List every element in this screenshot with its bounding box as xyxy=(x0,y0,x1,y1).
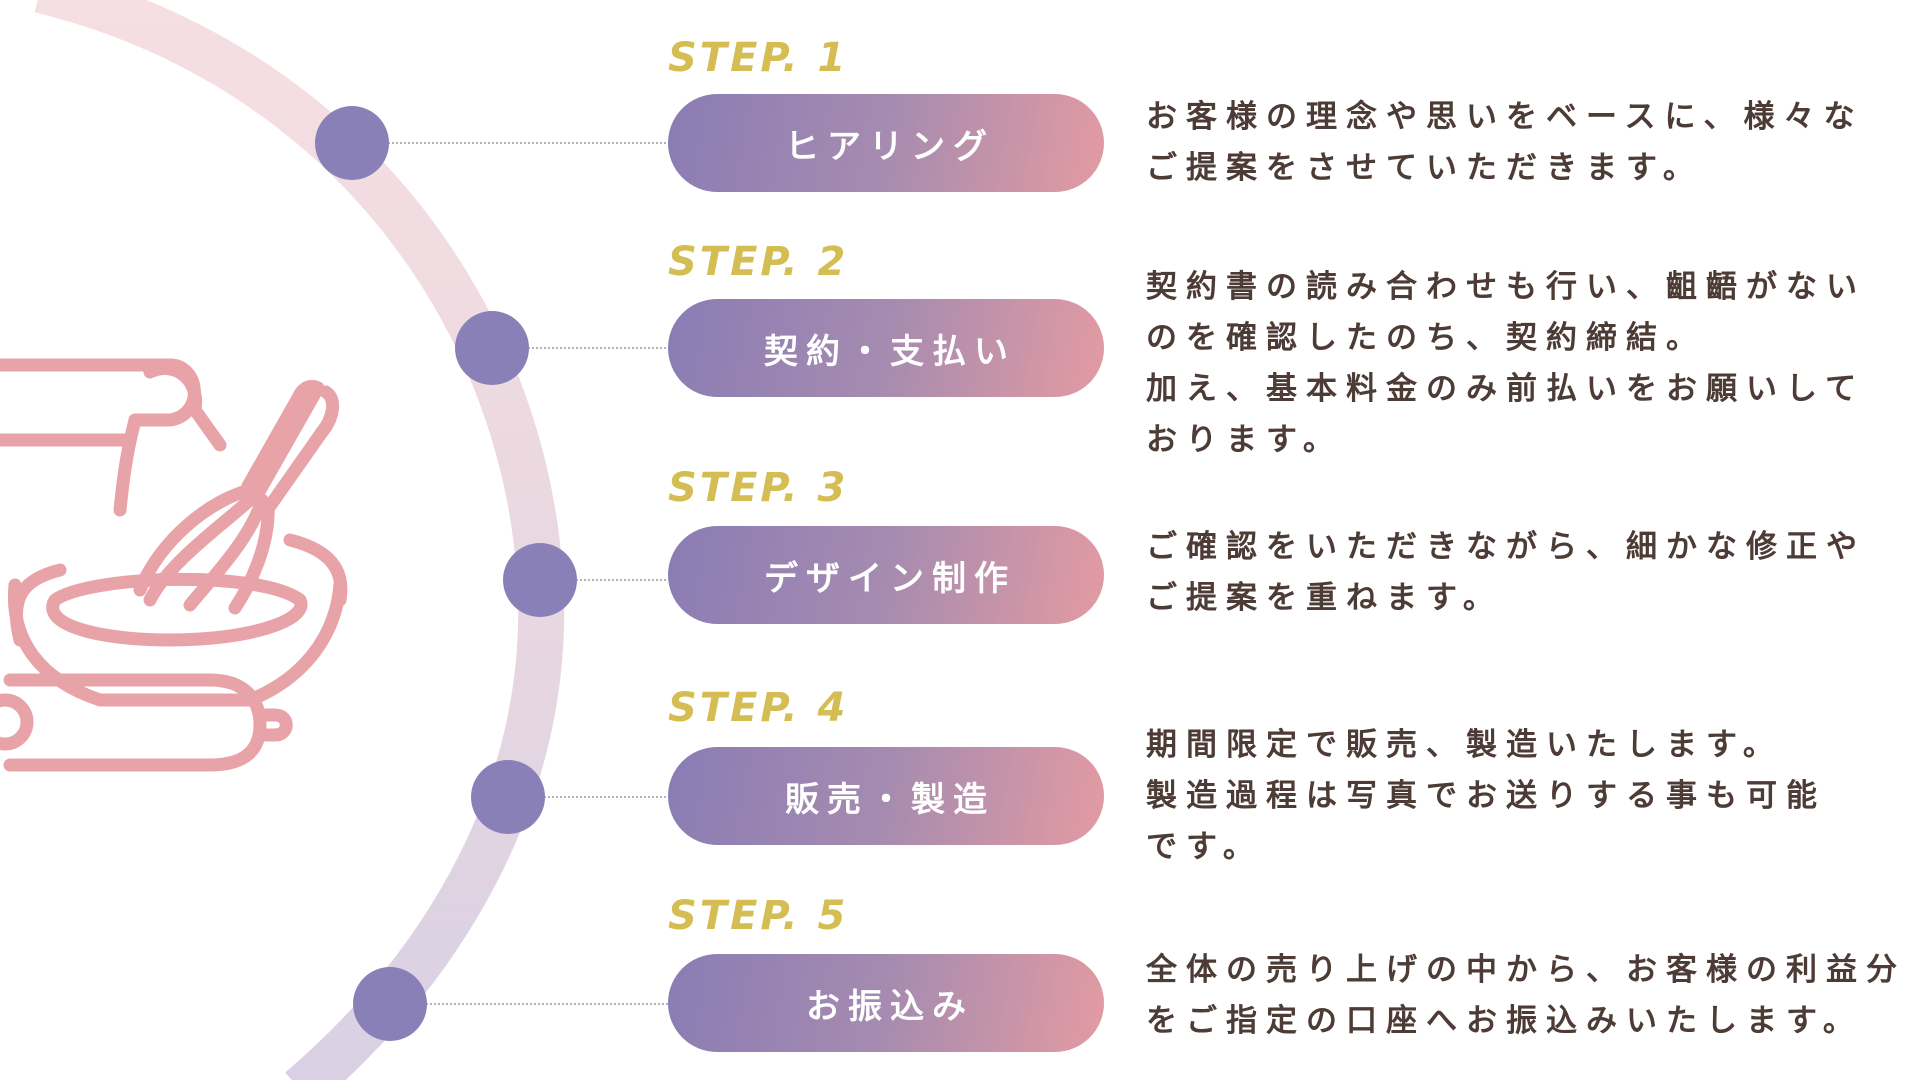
step-4-title-pill: 販売・製造 xyxy=(668,747,1104,845)
timeline-arc xyxy=(34,0,565,1080)
step-1-title-pill: ヒアリング xyxy=(668,94,1104,192)
step-1-description-line: お客様の理念や思いをベースに、様々な xyxy=(1146,99,1864,135)
step-2-title-pill: 契約・支払い xyxy=(668,299,1104,397)
timeline-dot-3 xyxy=(503,543,577,617)
step-1-description-line: ご提案をさせていただきます。 xyxy=(1146,150,1703,186)
step-3-title-pill: デザイン制作 xyxy=(668,526,1104,624)
step-2-label: STEP. 2 xyxy=(668,239,849,285)
timeline-dot-1 xyxy=(315,106,389,180)
timeline-dot-2 xyxy=(455,311,529,385)
step-2-description-line: のを確認したのち、契約締結。 xyxy=(1146,320,1706,356)
step-5-label: STEP. 5 xyxy=(668,893,849,939)
step-4-description-line: 期間限定で販売、製造いたします。 xyxy=(1146,727,1783,763)
timeline-dot-5 xyxy=(353,967,427,1041)
step-4-description: 期間限定で販売、製造いたします。 製造過程は写真でお送りする事も可能 です。 xyxy=(1146,720,1906,873)
step-3-description-line: ご確認をいただきながら、細かな修正や xyxy=(1146,529,1866,565)
step-4-label: STEP. 4 xyxy=(668,685,849,731)
baking-bowl-whisk-rolling-pin-icon xyxy=(0,358,348,772)
step-2-description-line: 加え、基本料金のみ前払いをお願いして xyxy=(1146,371,1866,407)
step-4-description-line: です。 xyxy=(1146,829,1263,865)
step-5-description: 全体の売り上げの中から、お客様の利益分 をご指定の口座へお振込みいたします。 xyxy=(1146,945,1906,1047)
step-5-description-line: 全体の売り上げの中から、お客様の利益分 xyxy=(1146,952,1906,988)
step-3-description: ご確認をいただきながら、細かな修正や ご提案を重ねます。 xyxy=(1146,522,1906,624)
step-1-label: STEP. 1 xyxy=(668,35,849,81)
step-2-description-line: おります。 xyxy=(1146,422,1343,458)
step-4-description-line: 製造過程は写真でお送りする事も可能 xyxy=(1146,778,1826,814)
step-5-description-line: をご指定の口座へお振込みいたします。 xyxy=(1146,1003,1863,1039)
step-2-description-line: 契約書の読み合わせも行い、齟齬がない xyxy=(1146,269,1866,305)
step-3-label: STEP. 3 xyxy=(668,465,849,511)
timeline-dot-4 xyxy=(471,760,545,834)
step-2-description: 契約書の読み合わせも行い、齟齬がない のを確認したのち、契約締結。 加え、基本料… xyxy=(1146,262,1906,466)
step-1-description: お客様の理念や思いをベースに、様々な ご提案をさせていただきます。 xyxy=(1146,92,1906,194)
step-5-title-pill: お振込み xyxy=(668,954,1104,1052)
step-3-description-line: ご提案を重ねます。 xyxy=(1146,580,1503,616)
